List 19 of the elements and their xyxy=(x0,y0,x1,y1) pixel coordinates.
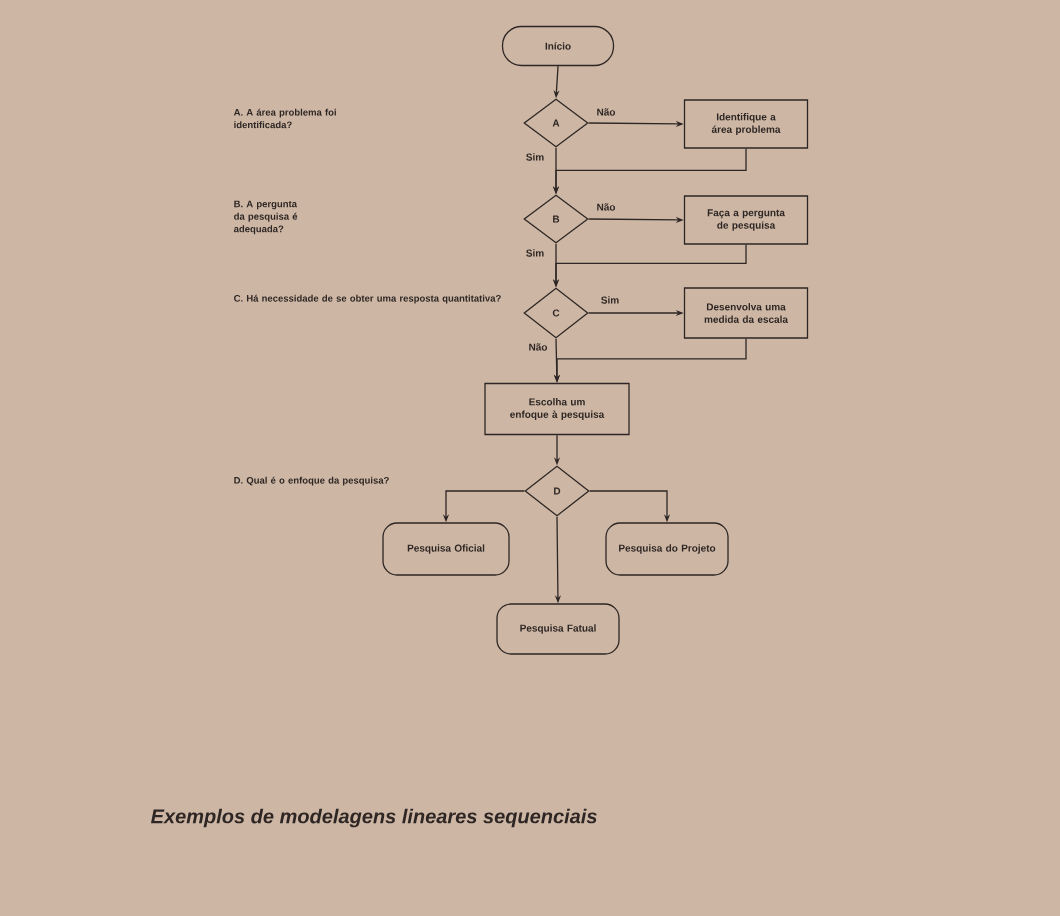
process-box: Desenvolva uma medida da escala xyxy=(683,287,809,339)
process-box: Identifique a área problema xyxy=(683,99,809,149)
process-box: Faça a pergunta de pesquisa xyxy=(683,195,809,245)
question-text: B. A pergunta da pesquisa é adequada? xyxy=(233,200,298,235)
end-terminal: Pesquisa do Projeto xyxy=(605,522,729,576)
edge-label: Sim xyxy=(599,295,621,305)
question-text: A. A área problema foi identificada? xyxy=(233,108,336,129)
edge-label: Não xyxy=(595,107,617,117)
caption: Exemplos de modelagens lineares sequenciais xyxy=(151,808,597,828)
question-text: D. Qual é o enfoque da pesquisa? xyxy=(234,476,389,486)
process-box: Escolha um enfoque à pesquisa xyxy=(484,382,630,436)
edge-label: Sim xyxy=(524,248,546,258)
edge-label: Sim xyxy=(524,152,546,162)
edge-label: Não xyxy=(527,342,549,352)
end-terminal: Pesquisa Oficial xyxy=(382,522,510,576)
question-text: C. Há necessidade de se obter uma resposta quantitativa? xyxy=(234,294,501,304)
start-terminal: Início xyxy=(501,25,615,67)
edge-label: Não xyxy=(595,202,617,212)
end-terminal: Pesquisa Fatual xyxy=(496,603,620,655)
